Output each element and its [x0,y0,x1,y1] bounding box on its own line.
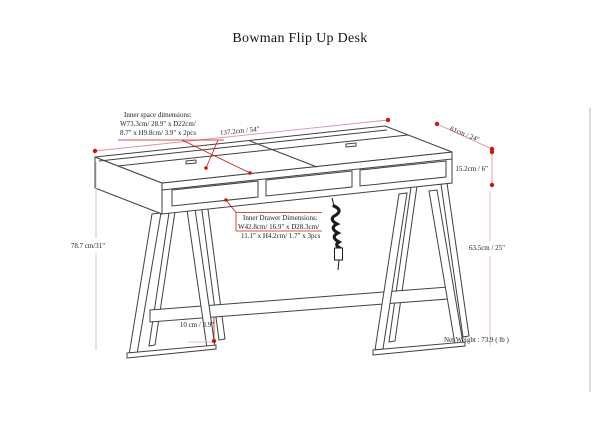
inner-space-leader-dot [204,166,208,170]
dim-top-height: 15.2cm / 6" [455,149,495,188]
dim-depth-line [436,123,493,150]
inner-space-label-line2: W73.3cm/ 28.9" x D22cm/ [120,120,196,128]
dim-depth: 61cm / 24" [434,121,495,152]
inner-drawer-label-line1: Inner Drawer Dimensions: [243,214,318,222]
dim-endpoint-dot [211,338,217,344]
drawer-front-1 [171,180,259,207]
dim-endpoint-dot [489,182,495,188]
desk-foot-right [372,341,466,356]
power-plug [334,247,343,261]
desk-apron-edge-line [161,158,453,191]
inner-drawer-label-line2: W42.8cm/ 16.9" x D28.3cm/ [238,223,319,231]
inner-drawer-label-line3: 11.1" x H4.2cm/ 1.7" x 3pcs [241,232,321,240]
inner-space-leader-line [181,139,251,174]
power-plug-prong [337,259,340,271]
dim-width-line [94,119,389,152]
dim-endpoint-dot [385,117,391,123]
dim-overall-height: 78.7 cm/31" [71,162,105,350]
inner-drawer-leader-line [225,199,237,213]
desk-drawing [94,125,470,359]
desk-top-seam [117,134,409,167]
inner-space-leader-dot [248,171,252,175]
dim-width: 137.2cm / 54" [92,117,391,154]
dim-overall-height-label: 78.7 cm/31" [71,242,105,250]
desk-foot-left [126,344,217,359]
desk-top-center-divider [249,140,318,168]
power-cord-coil [330,204,343,250]
inner-drawer-callout: Inner Drawer Dimensions: W42.8cm/ 16.9" … [224,198,322,240]
desk-flip-lid-notch-left [185,159,197,165]
inner-drawer-leader-dot [224,198,228,202]
dim-top-height-label: 15.2cm / 6" [455,165,488,173]
dim-clearance-label: 10 cm / 3.9" [180,321,214,329]
dim-stretcher-clearance: 10 cm / 3.9" [180,317,217,344]
desk-top-back-lip [98,129,388,162]
inner-space-leader-line [205,139,219,169]
dim-endpoint-dot [434,121,440,127]
dim-endpoint-dot [92,148,98,154]
dim-leg-height-label: 63.5cm / 25" [469,244,505,252]
dim-endpoint-dot [489,149,495,155]
desk-flip-lid-notch-right [345,142,357,148]
inner-space-label-line3: 8.7" x H9.8cm/ 3.9" x 2pcs [120,129,196,137]
page-title: Bowman Flip Up Desk [232,31,368,46]
drawer-front-3 [359,160,447,187]
dim-leg-height: 63.5cm / 25" [469,191,505,346]
drawer-front-2 [265,170,353,197]
inner-space-callout: Inner space dimensions: W73.3cm/ 28.9" x… [118,111,252,175]
inner-space-label-line1: Inner space dimensions: [124,111,192,119]
dim-depth-label: 61cm / 24" [449,125,481,144]
desk-stretcher-bar [149,286,449,323]
net-weight-label: Net Weight : 73.9 ( lb ) [444,336,509,344]
